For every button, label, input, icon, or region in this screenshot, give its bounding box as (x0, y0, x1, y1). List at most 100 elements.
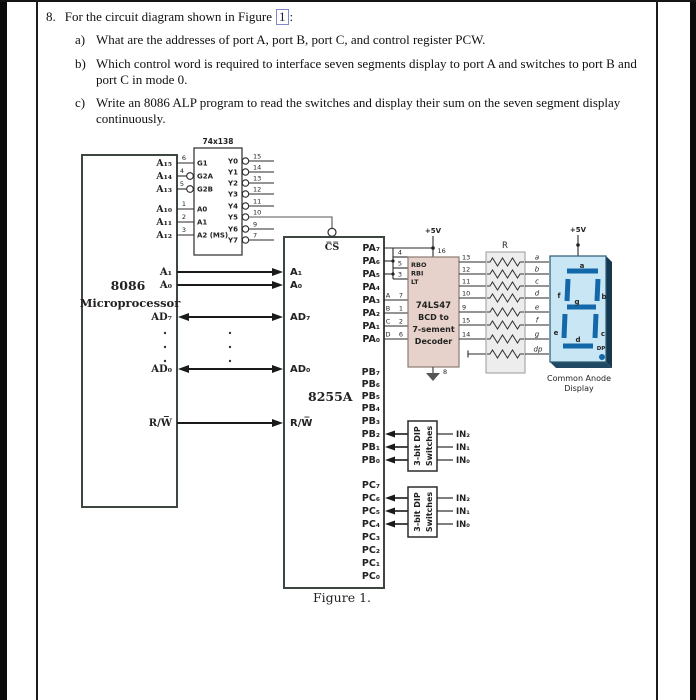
label-a2ms: A2 (MS) (197, 232, 228, 240)
seg-label-g: g (574, 298, 579, 306)
g2a-bubble-icon (186, 172, 194, 180)
pin-num-in-c: 2 (399, 318, 403, 326)
label-y7: Y7 (227, 237, 238, 245)
cpu-8086-block: 8086 Microprocessor A₁₅ A₁₄ A₁₃ A₁₀ A₁₁ … (80, 154, 181, 508)
ppi-pin-pa0: PA₀ (362, 334, 380, 345)
pin-num-in-d: 6 (399, 331, 403, 339)
ppi-pin-pb0: PB₀ (362, 455, 380, 466)
portb-in-labels: IN₂ IN₁ IN₀ (456, 430, 470, 466)
net-letter-dp: dp (534, 346, 543, 354)
ppi-pin-a1: A₁ (290, 267, 302, 278)
pin-num-y7: 7 (253, 232, 257, 240)
figure-reference-link[interactable]: 1 (276, 9, 289, 25)
cpu-pin-a14: A₁₄ (155, 171, 172, 182)
ppi-pin-pb6: PB₆ (362, 379, 380, 390)
pin-num-lt: 3 (398, 271, 402, 279)
net-letter-g: g (535, 331, 540, 339)
ppi-pin-pc1: PC₁ (362, 558, 380, 569)
bcd-input-wire-labels: A B C D 7 1 2 6 (385, 292, 403, 339)
resistor-zigzag (487, 257, 524, 267)
label-a0: A0 (197, 206, 207, 214)
portc-in2: IN₂ (456, 494, 470, 504)
display-depth-right (606, 256, 612, 368)
label-y0: Y0 (227, 158, 238, 166)
bcd-subtitle-1: BCD to (418, 313, 449, 322)
ppi-pin-pb4: PB₄ (362, 403, 380, 414)
pin-num-seg-d: 10 (462, 290, 470, 298)
net-letter-b: b (535, 266, 540, 274)
label-y1: Y1 (227, 169, 238, 177)
pin-num-rbi: 5 (398, 260, 402, 268)
question-block: 8.For the circuit diagram shown in Figur… (46, 9, 648, 128)
net-letter-d: d (535, 290, 540, 298)
figure-caption: Figure 1. (313, 590, 371, 605)
bcd-output-wires (459, 261, 486, 358)
label-rbo: RBO (411, 261, 427, 269)
net-letter-c: c (535, 278, 539, 286)
bcd-ctrl-labels: RBO RBI LT (411, 261, 427, 286)
pin-num-y3: 12 (253, 186, 261, 194)
cpu-pin-a13: A₁₃ (155, 184, 172, 195)
portb-in2: IN₂ (456, 430, 470, 440)
seg-label-f: f (557, 292, 561, 300)
scan-border-top (0, 0, 696, 2)
part-a-label: a) (75, 32, 86, 48)
bcd-pin8-label: 8 (443, 368, 447, 376)
decoder138-output-pin-numbers: 15 14 13 12 11 10 9 7 (253, 153, 261, 240)
part-b-text: Which control word is required to interf… (96, 55, 637, 87)
decoder138-output-stubs (248, 160, 274, 241)
pin-num-g1: 6 (182, 154, 186, 162)
resistor-zigzag (487, 320, 524, 330)
segment-dp-dot (599, 354, 605, 360)
portc-in-leads (437, 497, 453, 525)
seg-label-d: d (575, 336, 580, 344)
bcd-pin16-label: 16 (438, 247, 446, 255)
label-y6: Y6 (227, 226, 238, 234)
cpu-pin-a15: A₁₅ (155, 158, 172, 169)
decoder138-y-labels: Y0 Y1 Y2 Y3 Y4 Y5 Y6 Y7 (227, 158, 238, 245)
pin-num-in-a: 7 (399, 292, 403, 300)
question-part-a: a) What are the addresses of port A, por… (75, 32, 648, 48)
part-c-text: Write an 8086 ALP program to read the sw… (96, 95, 621, 127)
ppi-pin-pa5: PA₅ (362, 269, 380, 280)
portc-switch-wires (393, 497, 408, 525)
question-part-c: c) Write an 8086 ALP program to read the… (75, 95, 648, 128)
part-a-text: What are the addresses of port A, port B… (96, 32, 486, 48)
ppi-pin-ad0: AD₀ (290, 364, 310, 375)
segment-net-letters: a b c d e f g dp (534, 254, 543, 354)
label-y3: Y3 (227, 191, 238, 199)
ppi-pin-pc7: PC₇ (362, 480, 380, 491)
bcd-vcc-label: +5V (425, 227, 442, 235)
ppi-pin-pa4: PA₄ (362, 282, 380, 293)
display-caption-2: Display (564, 384, 594, 393)
resistor-zigzag (487, 334, 524, 344)
label-y2: Y2 (227, 180, 238, 188)
label-g1: G1 (197, 160, 208, 168)
pin-num-a1: 2 (182, 213, 186, 221)
segment-b (594, 278, 601, 302)
decoder138-input-wires (177, 162, 194, 236)
ppi-pin-pb5: PB₅ (362, 391, 380, 402)
label-y5: Y5 (227, 214, 238, 222)
seg-label-a: a (580, 262, 585, 270)
y5-to-cs-wire (248, 216, 333, 228)
decoder138-left-labels: G1 G2A G2B A0 A1 A2 (MS) (197, 160, 228, 240)
ppi-pin-pa3: PA₃ (362, 295, 380, 306)
label-y4: Y4 (227, 203, 238, 211)
resistor-zigzag (487, 307, 524, 317)
portb-in-leads (437, 433, 453, 461)
pin-num-a0: 1 (182, 200, 186, 208)
ppi-pin-rw: R/W̅ (290, 416, 312, 429)
cpu-pin-a11: A₁₁ (155, 217, 172, 228)
seg-label-b: b (601, 293, 606, 301)
net-letter-a: a (535, 254, 539, 262)
dip-switch-bank-portc: 3-bit DIP Switches IN₂ IN₁ IN₀ (385, 486, 470, 538)
net-letter-e: e (535, 304, 539, 312)
ppi-pin-pb3: PB₃ (362, 416, 380, 427)
question-number: 8. (46, 9, 56, 24)
ppi-pin-pa7: PA₇ (362, 243, 380, 254)
ppi-pin-pc6: PC₆ (362, 493, 380, 504)
bcd-output-pin-numbers: 13 12 11 10 9 15 14 (462, 254, 470, 339)
pin-num-y0: 15 (253, 153, 261, 161)
wire-letter-c: C (386, 318, 391, 326)
